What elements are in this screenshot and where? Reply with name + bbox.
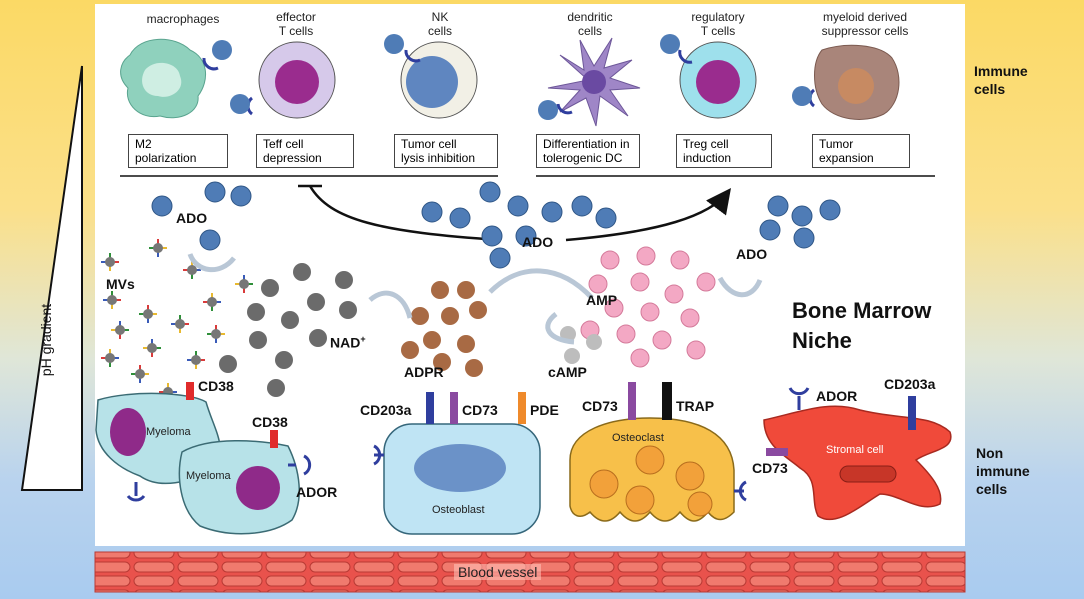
cd203a-receptor-osteoblast	[426, 392, 434, 424]
cd203a-label-osteoblast: CD203a	[360, 402, 412, 418]
osteoblast-ador	[373, 444, 384, 466]
adpr-label: ADPR	[404, 364, 444, 380]
myeloma-label-1: Myeloma	[146, 426, 191, 438]
immune-name-nk: NK cells	[427, 10, 452, 38]
ado-label-right: ADO	[736, 246, 768, 262]
stromal-label: Stromal cell	[826, 444, 884, 456]
immune-cells-label: Immune cells	[974, 63, 1028, 97]
cd73-receptor-osteoclast	[628, 382, 636, 420]
ph-gradient-label: pH gradient	[38, 303, 54, 377]
cd203a-receptor-stromal	[908, 396, 916, 430]
osteoclast-ador	[734, 480, 747, 502]
immune-name-macrophages: macrophages	[146, 12, 220, 26]
osteoclast-label: Osteoclast	[612, 432, 664, 444]
cd38-receptor-1	[186, 382, 194, 400]
effect-box-regulatory-t: Treg cell induction	[676, 134, 772, 168]
pde-receptor	[518, 392, 526, 424]
osteoclast-nuclei	[589, 445, 713, 517]
blood-vessel-label: Blood vessel	[454, 564, 542, 580]
ado-label-left: ADO	[176, 210, 208, 226]
myeloma-label-2: Myeloma	[186, 470, 231, 482]
trap-marker	[662, 382, 672, 420]
pde-label: PDE	[530, 402, 559, 418]
mvs-label: MVs	[106, 276, 135, 292]
cd38-label-1: CD38	[198, 378, 234, 394]
cd73-label-stromal: CD73	[752, 460, 788, 476]
myeloma-ador-1	[126, 482, 146, 502]
immune-bound-ado	[212, 34, 812, 120]
cd73-label-osteoclast: CD73	[582, 398, 618, 414]
dendritic-nucleus	[582, 70, 606, 94]
nad-dots	[219, 263, 357, 397]
osteoblast-label: Osteoblast	[432, 504, 485, 516]
trap-label: TRAP	[676, 398, 715, 414]
cd73-receptor-stromal	[766, 448, 788, 456]
myeloma-ador-2	[288, 454, 312, 476]
stromal-ador	[788, 387, 810, 410]
immune-name-mdsc: myeloid derived suppressor cells	[821, 10, 909, 38]
effect-box-dendritic: Differentiation in tolerogenic DC	[536, 134, 640, 168]
effect-box-nk: Tumor cell lysis inhibition	[394, 134, 498, 168]
cd73-receptor-osteoblast	[450, 392, 458, 424]
activation-arrow	[565, 188, 732, 242]
nad-plus-superscript: +	[360, 334, 366, 344]
macrophage-nucleus	[142, 62, 182, 97]
mdsc-nucleus	[838, 68, 874, 104]
regulatory-t-nucleus	[696, 60, 740, 104]
immune-name-regulatory-t: regulatory T cells	[691, 10, 745, 38]
osteoblast-nucleus	[414, 444, 506, 492]
effect-box-macrophages: M2 polarization	[128, 134, 228, 168]
niche-title: Bone Marrow Niche	[792, 298, 932, 353]
conversion-arrows	[187, 252, 763, 345]
effector-t-nucleus	[275, 60, 319, 104]
ado-dots	[151, 181, 841, 269]
ador-label-stromal: ADOR	[816, 388, 858, 404]
adpr-dots	[401, 281, 487, 377]
effect-box-effector-t: Teff cell depression	[256, 134, 354, 168]
cd203a-label-stromal: CD203a	[884, 376, 936, 392]
cd73-label-osteoblast: CD73	[462, 402, 498, 418]
ado-label-center: ADO	[522, 234, 554, 250]
myeloma-1-nucleus	[110, 408, 146, 456]
immune-receptors	[202, 49, 816, 116]
amp-label: AMP	[586, 292, 618, 308]
myeloma-2-nucleus	[236, 466, 280, 510]
nk-nucleus	[406, 56, 458, 108]
effect-box-mdsc: Tumor expansion	[812, 134, 910, 168]
amp-dots	[580, 246, 716, 368]
ador-label-myeloma: ADOR	[296, 484, 338, 500]
non-immune-cells-label: Non immune cells	[976, 445, 1030, 497]
immune-name-effector-t: effector T cells	[276, 10, 316, 38]
immune-name-dendritic: dendritic cells	[567, 10, 613, 38]
camp-label: cAMP	[548, 364, 587, 380]
inhibition-curve	[308, 185, 501, 242]
cd38-label-2: CD38	[252, 414, 288, 430]
cd38-receptor-2	[270, 430, 278, 448]
ph-gradient-triangle	[20, 65, 83, 491]
stromal-nucleus	[839, 465, 897, 483]
nad-label: NAD+	[330, 334, 366, 351]
stromal-cell	[763, 405, 952, 521]
